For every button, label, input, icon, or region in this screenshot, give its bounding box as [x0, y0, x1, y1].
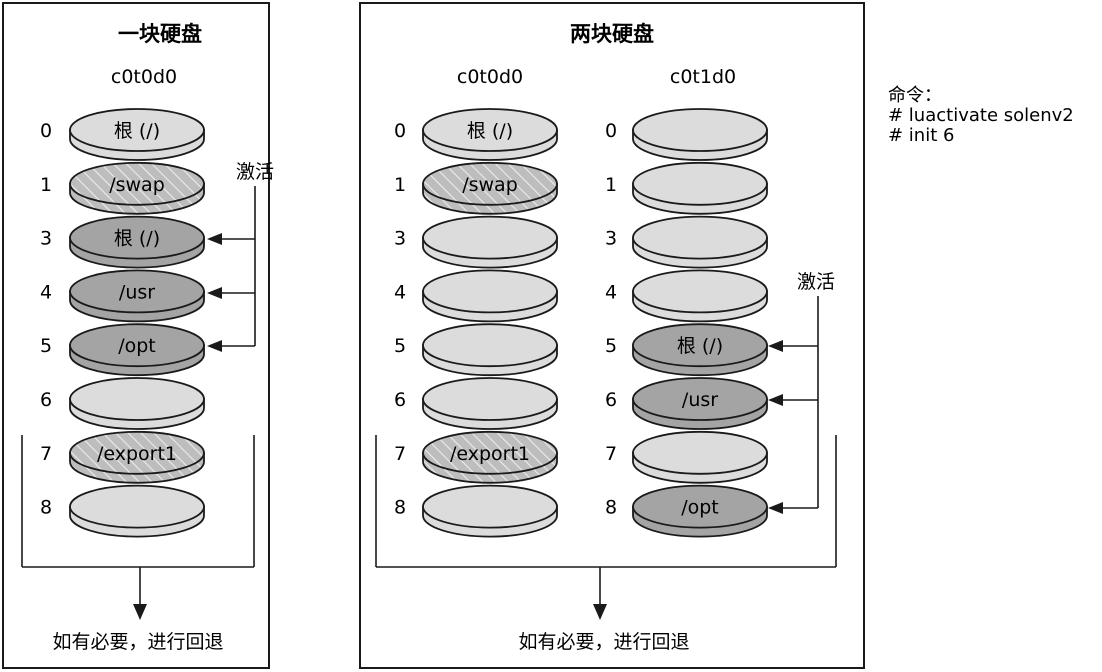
activate-bracket-one	[207, 186, 256, 352]
slice-number: 8	[40, 497, 52, 519]
disk-slice: 3 根 (/)	[40, 215, 205, 269]
slice-label: 根 (/)	[114, 120, 160, 142]
slice-number: 1	[605, 174, 617, 196]
arrow-left-icon	[768, 340, 783, 352]
panel-one-fallback-label: 如有必要，进行回退	[52, 631, 223, 653]
disk-slice: 3	[605, 215, 768, 269]
disk-slice: 8	[40, 484, 205, 538]
disk-c0t1d0-two: 0 1 3 4 5 根 (/) 6/usr 7 8/opt	[605, 108, 768, 538]
arrow-left-icon	[207, 340, 222, 352]
fallback-bracket-two	[375, 435, 837, 620]
arrow-down-icon	[133, 604, 147, 620]
slice-number: 5	[394, 335, 406, 357]
slice-label: /export1	[450, 443, 530, 465]
slice-number: 0	[605, 120, 617, 142]
panel-two-title: 两块硬盘	[570, 22, 654, 46]
slice-label: /export1	[97, 443, 177, 465]
panel-two-fallback-label: 如有必要，进行回退	[518, 631, 689, 653]
slice-label: /usr	[682, 389, 718, 411]
slice-label: /swap	[462, 174, 518, 196]
disk-slice: 6	[394, 377, 558, 430]
slice-number: 8	[605, 497, 617, 519]
slice-label: /usr	[119, 281, 155, 303]
panel-one-title: 一块硬盘	[118, 22, 202, 46]
slice-number: 6	[605, 389, 617, 411]
slice-label: /opt	[681, 497, 719, 519]
disk-slice: 4	[605, 269, 768, 323]
slice-number: 1	[40, 174, 52, 196]
panel-two-disk2-label: c0t1d0	[670, 66, 736, 88]
disk-slice: 7/export1	[40, 430, 205, 484]
command-line: # luactivate solenv2	[888, 105, 1074, 126]
slice-number: 3	[394, 228, 406, 250]
slice-number: 4	[394, 281, 406, 303]
disk-slice: 1	[605, 161, 768, 215]
slice-label: 根 (/)	[467, 120, 513, 142]
disk-slice: 7/export1	[394, 430, 558, 484]
slice-number: 0	[394, 120, 406, 142]
disk-slice: 8/opt	[605, 484, 768, 538]
disk-slice: 1/swap	[40, 161, 205, 215]
panel-two-disks: 两块硬盘 c0t0d0 c0t1d0 0 根 (/) 1/swap 3 4 5 6 7/exp…	[359, 2, 865, 669]
arrow-left-icon	[207, 287, 222, 299]
slice-label: 根 (/)	[677, 335, 723, 357]
command-line: # init 6	[888, 125, 954, 146]
panel-two-activate-label: 激活	[797, 271, 835, 293]
disk-slice: 5/opt	[40, 323, 205, 377]
slice-number: 7	[40, 443, 52, 465]
commands-heading: 命令：	[888, 85, 942, 106]
disk-slice: 0 根 (/)	[40, 108, 205, 161]
slice-number: 7	[394, 443, 406, 465]
disk-slice: 4/usr	[40, 269, 205, 323]
slice-number: 4	[40, 281, 52, 303]
panel-two-frame	[359, 2, 865, 669]
slice-number: 0	[40, 120, 52, 142]
slice-number: 6	[394, 389, 406, 411]
panel-one-disk-label: c0t0d0	[111, 66, 177, 88]
disk-slice: 5	[394, 323, 558, 377]
disk-slice: 7	[605, 430, 768, 484]
disk-slice: 6	[40, 377, 205, 430]
panel-one-frame	[2, 2, 270, 669]
activate-bracket-two	[768, 296, 819, 514]
slice-number: 7	[605, 443, 617, 465]
arrow-left-icon	[768, 502, 783, 514]
slice-number: 6	[40, 389, 52, 411]
arrow-left-icon	[207, 233, 222, 245]
slice-number: 5	[605, 335, 617, 357]
panel-one-activate-label: 激活	[236, 161, 274, 183]
panel-two-disk1-label: c0t0d0	[457, 66, 523, 88]
disk-slice: 8	[394, 484, 558, 538]
disk-slice: 1/swap	[394, 161, 558, 215]
slice-number: 4	[605, 281, 617, 303]
commands-block: 命令： # luactivate solenv2 # init 6	[888, 85, 1074, 146]
slice-number: 5	[40, 335, 52, 357]
slice-number: 1	[394, 174, 406, 196]
arrow-left-icon	[768, 394, 783, 406]
disk-slice: 5 根 (/)	[605, 323, 768, 377]
slice-number: 8	[394, 497, 406, 519]
slice-number: 3	[605, 228, 617, 250]
disk-c0t0d0-two: 0 根 (/) 1/swap 3 4 5 6 7/export1 8	[394, 108, 558, 538]
disk-slice: 6/usr	[605, 377, 768, 430]
fallback-bracket-one	[21, 435, 255, 620]
disk-slice: 0	[605, 108, 768, 161]
disk-slice: 4	[394, 269, 558, 323]
slice-label: /opt	[118, 335, 156, 357]
slice-label: /swap	[109, 174, 165, 196]
slice-label: 根 (/)	[114, 228, 160, 250]
disk-slice: 0 根 (/)	[394, 108, 558, 161]
arrow-down-icon	[593, 604, 607, 620]
disk-slice: 3	[394, 215, 558, 269]
slice-number: 3	[40, 228, 52, 250]
